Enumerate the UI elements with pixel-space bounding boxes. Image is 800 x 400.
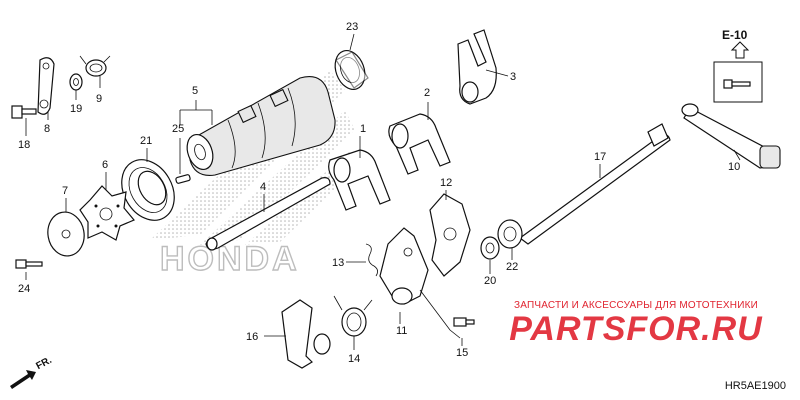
callout-19[interactable]: 19: [70, 103, 82, 115]
callout-13[interactable]: 13: [332, 257, 344, 269]
callout-3[interactable]: 3: [510, 71, 516, 83]
pin-bolt-15[interactable]: [453, 317, 475, 327]
callout-15[interactable]: 15: [456, 347, 468, 359]
callout-10[interactable]: 10: [728, 161, 740, 173]
section-ref-box[interactable]: [713, 41, 763, 103]
callout-1[interactable]: 1: [360, 123, 366, 135]
drum-bearing[interactable]: [111, 150, 185, 229]
callout-2[interactable]: 2: [424, 87, 430, 99]
callout-labels: 1 2 3 4 5 6 7 8 9 10 11 12 13 14 15 16 1…: [18, 21, 740, 365]
spring-13[interactable]: [365, 243, 378, 277]
callout-7[interactable]: 7: [62, 185, 68, 197]
shift-fork-3[interactable]: [457, 29, 497, 105]
dowel-pin[interactable]: [175, 174, 191, 184]
bolt-24[interactable]: [15, 259, 43, 269]
gearshift-arm-shaft[interactable]: [681, 103, 781, 169]
bearing-23[interactable]: [330, 46, 370, 93]
seal-20[interactable]: [480, 236, 500, 260]
callout-24[interactable]: 24: [18, 283, 30, 295]
callout-11[interactable]: 11: [396, 325, 407, 337]
stopper-arm[interactable]: [37, 57, 55, 115]
shift-fork-1[interactable]: [328, 149, 391, 211]
callout-12[interactable]: 12: [440, 177, 452, 189]
callout-16[interactable]: 16: [246, 331, 258, 343]
callout-25[interactable]: 25: [172, 123, 184, 135]
shift-plate-12[interactable]: [429, 193, 471, 277]
callout-4[interactable]: 4: [260, 181, 266, 193]
return-spring-14[interactable]: [333, 295, 373, 337]
callout-6[interactable]: 6: [102, 159, 108, 171]
bolt-18[interactable]: [11, 105, 37, 119]
shift-lever[interactable]: [281, 299, 331, 369]
leader-lines: [25, 33, 741, 350]
brand-name: PARTSFOR.RU: [509, 310, 763, 348]
front-arrow-icon: [10, 370, 36, 389]
shift-fork-2[interactable]: [388, 113, 451, 175]
callout-23[interactable]: 23: [346, 21, 358, 33]
callout-18[interactable]: 18: [18, 139, 30, 151]
callout-21[interactable]: 21: [140, 135, 152, 147]
callout-17[interactable]: 17: [594, 151, 606, 163]
return-spring-9[interactable]: [79, 55, 111, 77]
gearshift-arm[interactable]: [379, 227, 429, 305]
bearing-22[interactable]: [497, 219, 523, 249]
diagram-code: HR5AE1900: [724, 380, 786, 392]
drum-plate[interactable]: [44, 209, 87, 259]
callout-14[interactable]: 14: [348, 353, 360, 365]
washer-19[interactable]: [69, 73, 83, 91]
star-plate[interactable]: [79, 185, 135, 241]
callout-9[interactable]: 9: [96, 93, 102, 105]
callout-22[interactable]: 22: [506, 261, 518, 273]
shift-drum[interactable]: [183, 76, 336, 176]
callout-8[interactable]: 8: [44, 123, 50, 135]
honda-logo-watermark: HONDA: [160, 240, 300, 278]
gearshift-spindle[interactable]: [518, 123, 671, 245]
brand-watermark: ЗАПЧАСТИ И АКСЕССУАРЫ ДЛЯ МОТОТЕХНИКИ PA…: [486, 300, 786, 347]
callout-5[interactable]: 5: [192, 85, 198, 97]
fork-shaft[interactable]: [205, 177, 331, 251]
brand-tagline: ЗАПЧАСТИ И АКСЕССУАРЫ ДЛЯ МОТОТЕХНИКИ: [513, 300, 759, 311]
callout-20[interactable]: 20: [484, 275, 496, 287]
section-ref-label[interactable]: E-10: [722, 28, 748, 42]
